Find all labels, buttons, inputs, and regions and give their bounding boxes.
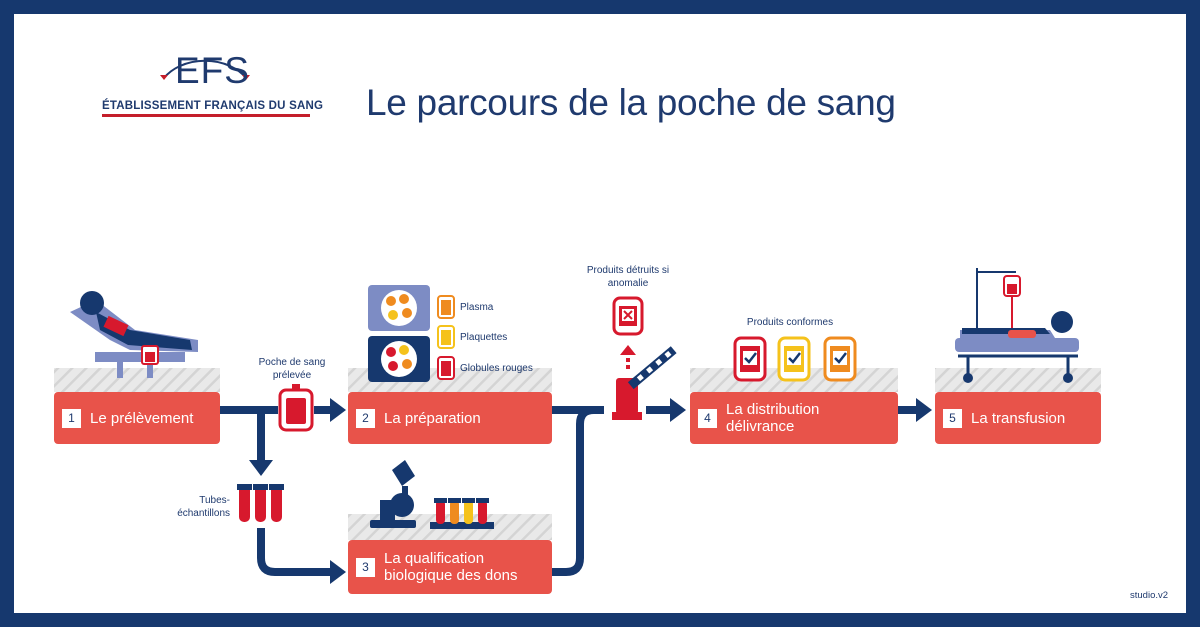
step-1-number: 1 [62,408,81,428]
microscope-icon [370,460,416,528]
step-2-label: La préparation [384,409,481,427]
step-4-number: 4 [698,408,717,428]
transfusion-bed-illustration [955,268,1079,383]
quality-gate-barrier-icon [612,346,677,420]
step-2-number: 2 [356,408,375,428]
legend-plasma-bag [437,295,455,319]
efs-logo-arc [160,59,250,80]
step-1-label: Le prélèvement [90,409,194,427]
efs-logo-subtitle: ÉTABLISSEMENT FRANÇAIS DU SANG [102,100,324,112]
shelf-step-5 [935,368,1101,392]
shelf-step-1 [54,368,220,392]
step-4-box: 4 La distribution délivrance [690,392,898,444]
legend-plasma-label: Plasma [460,302,494,313]
efs-logo-text: EFS [175,50,250,91]
studio-credit: studio.v2 [1130,590,1169,601]
sample-tubes-icon [237,484,284,522]
conform-product-orange-bag-icon [823,336,857,382]
test-tube-rack-icon [430,498,494,529]
legend-platelets-bag [437,325,455,349]
step-3-box: 3 La qualification biologique des dons [348,540,552,594]
legend-red-cells-label: Globules rouges [460,363,533,374]
conform-product-yellow-bag-icon [777,336,811,382]
annotation-poche-prelevee: Poche de sang prélevée [258,357,326,381]
blood-bag-icon [278,384,314,432]
step-2-box: 2 La préparation [348,392,552,444]
separated-components-plasma-platelets [368,285,430,331]
flow-connectors [220,406,918,576]
separated-components-red-cells [368,336,430,382]
rejected-product-bag-icon [612,296,644,336]
step-5-box: 5 La transfusion [935,392,1101,444]
legend-red-cells-bag [437,356,455,380]
step-1-box: 1 Le prélèvement [54,392,220,444]
infographic-frame [14,14,1186,613]
annotation-produits-detruits: Produits détruits si anomalie [586,265,670,289]
step-5-number: 5 [943,408,962,428]
annotation-tubes-echantillons: Tubes-échantillons [177,495,230,519]
efs-logo-underline [102,114,310,117]
step-3-label: La qualification biologique des dons [384,550,518,584]
legend-platelets-label: Plaquettes [460,332,508,343]
conform-product-red-bag-icon [733,336,767,382]
step-3-number: 3 [356,557,375,577]
flow-arrowheads [249,398,932,584]
step-5-label: La transfusion [971,409,1066,427]
reject-arrow-icon [620,345,636,369]
annotation-produits-conformes: Produits conformes [746,317,834,328]
step-4-label: La distribution délivrance [726,401,820,435]
donor-chair-illustration [70,291,198,378]
page-title: Le parcours de la poche de sang [366,82,896,123]
